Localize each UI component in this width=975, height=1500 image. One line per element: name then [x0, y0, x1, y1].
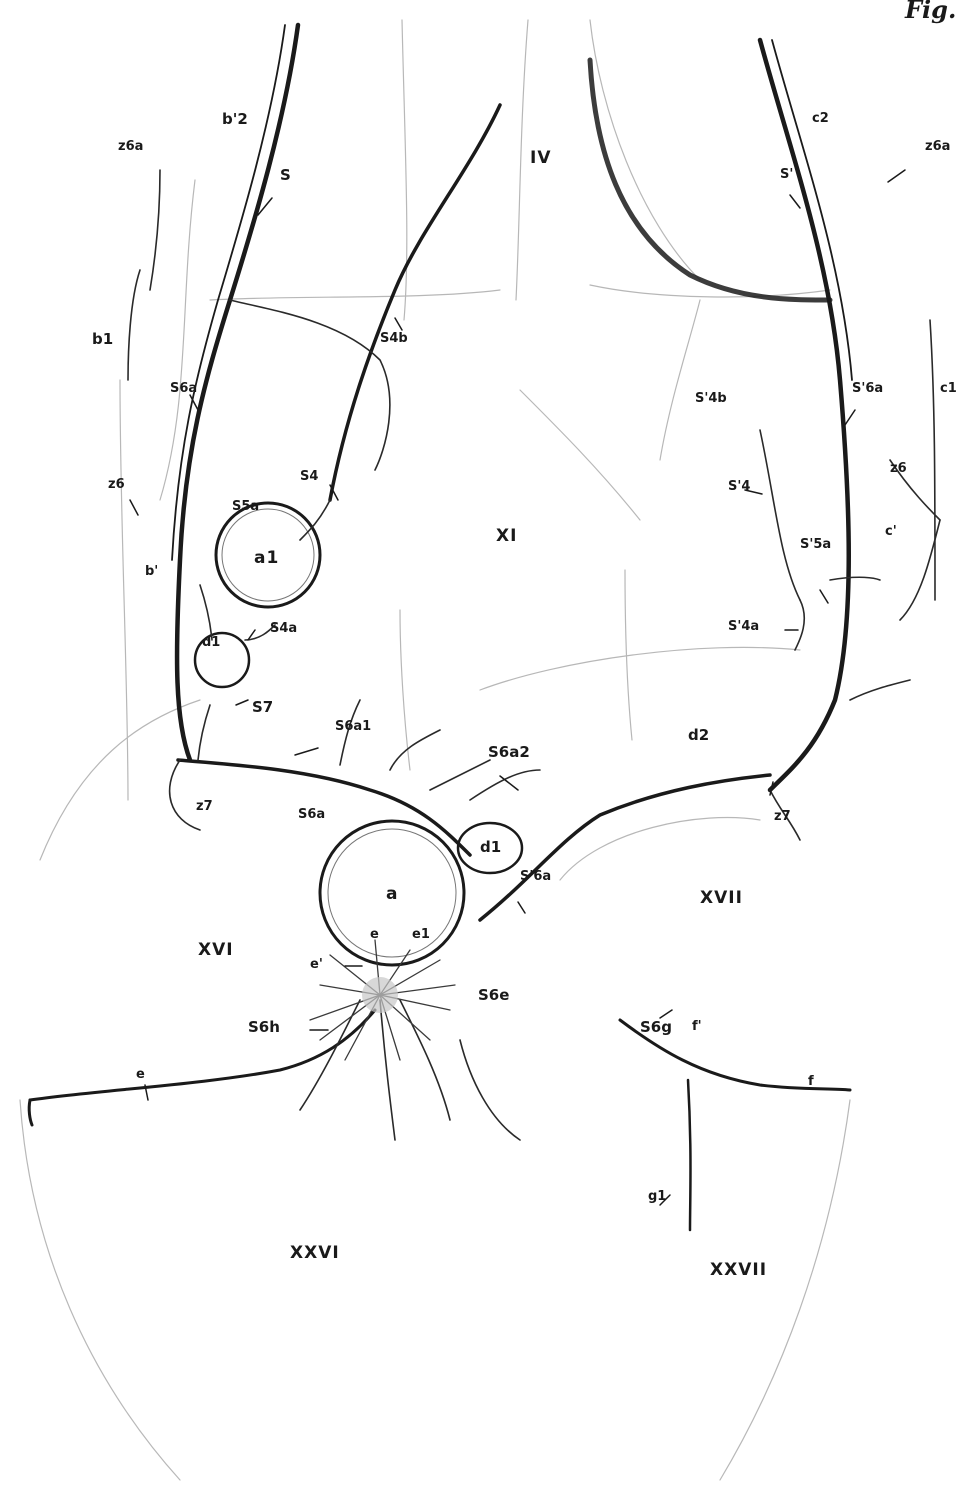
label-s6a-right: S'6a — [852, 382, 883, 395]
label-s5a: S5a — [232, 500, 259, 513]
label-z6: z6 — [108, 478, 125, 491]
label-d1-left: d1 — [202, 636, 220, 649]
label-s4-right: S'4 — [728, 480, 750, 493]
label-s5a-right: S'5a — [800, 538, 831, 551]
region-label-xvii: XVII — [700, 890, 743, 907]
label-g1: g1 — [648, 1190, 666, 1203]
label-z6a-right: z6a — [925, 140, 950, 153]
label-s6a2: S6a2 — [488, 745, 530, 760]
label-z6-right: z6 — [890, 462, 907, 475]
label-s6a-left: S6a — [170, 382, 197, 395]
label-z7-left: z7 — [196, 800, 213, 813]
label-e1: e1 — [412, 928, 430, 941]
label-s-right: S' — [780, 168, 793, 181]
label-s4b: S4b — [380, 332, 408, 345]
label-s6a1: S6a1 — [335, 720, 371, 733]
label-s: S — [280, 168, 291, 183]
label-a1: a1 — [254, 550, 279, 567]
region-label-xvi: XVI — [198, 942, 234, 959]
label-a: a — [386, 886, 398, 903]
region-label-xxvii: XXVII — [710, 1262, 767, 1279]
label-c1: c1 — [940, 382, 957, 395]
ganglia-circles — [195, 503, 522, 965]
label-d1: d1 — [480, 840, 501, 855]
label-z6a-left: z6a — [118, 140, 143, 153]
label-f-prime: f' — [692, 1020, 702, 1033]
region-label-xxvi: XXVI — [290, 1245, 340, 1262]
region-label-iv: IV — [530, 150, 551, 167]
label-c2: c2 — [812, 112, 829, 125]
label-s4a: S4a — [270, 622, 297, 635]
label-e-bottom: e — [136, 1068, 145, 1081]
label-b2: b'2 — [222, 112, 248, 127]
label-f: f — [808, 1075, 814, 1088]
label-pointers — [130, 170, 905, 1205]
label-s6h: S6h — [248, 1020, 280, 1035]
region-label-xi: XI — [496, 528, 517, 545]
label-s4a-right: S'4a — [728, 620, 759, 633]
label-b1: b1 — [92, 332, 113, 347]
label-b-prime: b' — [145, 565, 158, 578]
label-s4: S4 — [300, 470, 318, 483]
label-s6e: S6e — [478, 988, 509, 1003]
label-s6a-lower: S'6a — [520, 870, 551, 883]
label-s6g: S6g — [640, 1020, 672, 1035]
label-s4b-right: S'4b — [695, 392, 727, 405]
label-s7: S7 — [252, 700, 273, 715]
label-c-prime: c' — [885, 525, 897, 538]
label-s6a-mid: S6a — [298, 808, 325, 821]
label-z7-right: z7 — [774, 810, 791, 823]
label-e: e — [370, 928, 379, 941]
label-e-prime: e' — [310, 958, 323, 971]
figure-title: Fig. — [905, 0, 956, 22]
label-d2: d2 — [688, 728, 709, 743]
